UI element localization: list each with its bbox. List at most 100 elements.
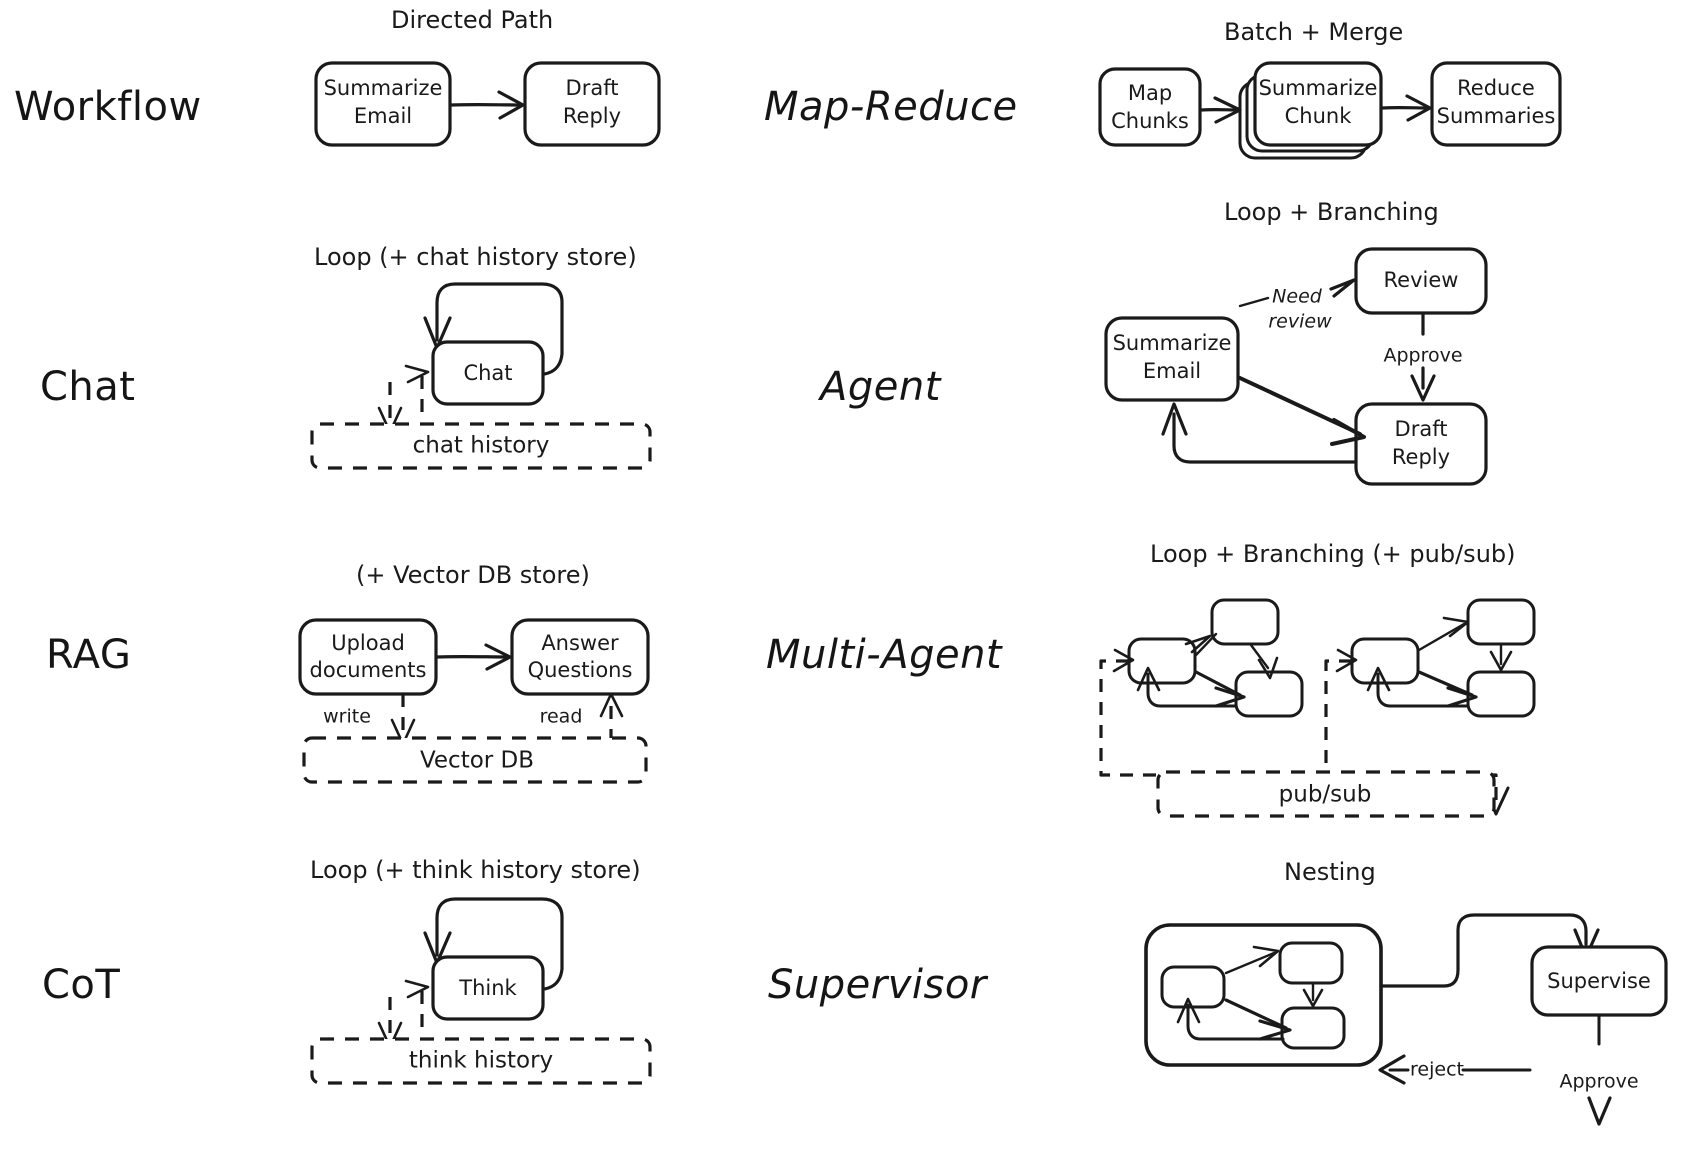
edge-ma-a-left-to-top [1194,632,1218,657]
node-review[interactable] [1354,247,1488,315]
edge-sup-left-to-right [1224,998,1288,1030]
arrowhead-reject [1378,1054,1406,1085]
node-draft-reply-line1: Draft [566,76,619,100]
row-label-cot: CoT [42,962,121,1008]
caption-loop-think-history: Loop (+ think history store) [310,856,641,884]
store-pub-sub-label: pub/sub [1279,782,1372,808]
row-label-agent: Agent [820,364,941,410]
arrowhead-supervise-approve [1587,1096,1612,1126]
edge-chat-self-loop [435,282,564,377]
edge-label-approve2: Approve [1559,1071,1638,1093]
node-map-chunks[interactable] [1098,67,1202,147]
edge-sup-feedback [1186,1003,1285,1041]
edge-label-read: read [540,706,583,728]
arrowhead-sup-left-to-right [1258,1019,1292,1041]
arrowhead-summarize-to-reduce [1405,94,1432,122]
arrowhead-ma-b-left-to-right [1446,686,1478,708]
edge-ma-a-left-to-right [1194,670,1242,697]
arrowhead-chat-store-in [404,364,430,384]
row-label-workflow: Workflow [14,84,202,130]
node-draft-reply[interactable] [523,61,661,147]
row-label-chat: Chat [40,364,136,410]
node-summarize-email-line2: Email [354,104,412,128]
agent-diagram: Summarize Email Review Draft Reply Need … [1104,247,1488,486]
node-map-chunks-line1: Map [1128,81,1172,105]
node-reduce-summaries-line2: Summaries [1437,104,1556,128]
edge-label-approve: Approve [1383,345,1462,367]
arrowhead-ma-b-left-to-top [1442,616,1470,638]
arrowhead-to-review [1329,278,1356,298]
chat-diagram: Chat chat history [310,282,652,470]
node-supervise-label: Supervise [1547,969,1651,993]
node-answer-questions[interactable] [510,618,650,696]
node-draft-reply-line2: Reply [563,104,621,128]
arrowhead-ma-b-feedback [1366,666,1391,692]
group-nested-agent[interactable] [1144,923,1383,1067]
edge-label-need: Need [1272,286,1323,308]
node-sup-inner-top[interactable] [1278,941,1344,985]
arrowhead-ma-a-left-to-right [1214,686,1246,708]
arrowhead-sup-top-to-right [1302,988,1324,1008]
node-think[interactable] [431,955,545,1021]
arrowhead-read-from-store [599,692,624,718]
store-pub-sub[interactable] [1156,770,1496,818]
node-sup-inner-right[interactable] [1280,1006,1346,1050]
caption-loop-chat-history: Loop (+ chat history store) [314,243,637,271]
node-summarize-chunk[interactable] [1253,61,1383,147]
node-ma-a-top[interactable] [1210,598,1280,646]
node-review-label: Review [1384,268,1459,292]
arrowhead-map-to-summarize [1213,96,1242,124]
row-label-supervisor: Supervisor [768,962,987,1008]
workflow-diagram: Summarize Email Draft Reply [314,61,661,147]
node-agent-summarize-email[interactable] [1104,316,1240,402]
node-chat[interactable] [431,340,545,406]
caption-loop-branching: Loop + Branching [1224,198,1439,226]
rag-diagram: Upload documents Answer Questions write … [298,618,650,784]
cot-diagram: Think think history [310,897,652,1085]
node-agent-draft-line2: Reply [1392,445,1450,469]
edge-think-self-loop [435,897,564,992]
edge-ma-a-feedback [1146,672,1238,708]
arrowhead-draft-to-summarize-feedback [1161,402,1188,436]
arrowhead-summarize-to-draft [497,90,525,120]
arrowhead-upload-to-answer [484,643,512,671]
edge-draft-to-summarize-feedback [1172,412,1358,464]
caption-batch-merge: Batch + Merge [1224,18,1404,46]
store-vector-db[interactable] [302,736,648,784]
node-reduce-summaries-line1: Reduce [1457,76,1535,100]
node-ma-b-left[interactable] [1350,637,1420,685]
multi-agent-cluster-a [1099,598,1332,816]
node-sup-inner-left[interactable] [1160,965,1226,1009]
node-agent-summarize-line2: Email [1143,359,1201,383]
store-think-history[interactable] [310,1037,652,1085]
caption-nesting: Nesting [1284,858,1376,886]
store-chat-history[interactable] [310,422,652,470]
supervisor-diagram: Supervise reject Approve [1144,913,1668,1126]
arrowhead-ma-a-left-to-top [1184,634,1212,654]
arrowhead-review-to-draft [1410,374,1436,402]
node-ma-b-right[interactable] [1466,670,1536,718]
arrowhead-ma-a-feedback [1136,666,1161,692]
node-ma-b-top[interactable] [1466,598,1536,646]
edge-group-to-supervise [1380,913,1588,988]
node-think-label: Think [458,976,517,1000]
caption-vector-db-store: (+ Vector DB store) [356,561,590,589]
arrowhead-ma-a-top-to-right [1257,656,1279,680]
node-ma-a-left[interactable] [1127,637,1197,685]
node-upload-line2: documents [310,658,427,682]
node-agent-draft-reply[interactable] [1354,402,1488,486]
map-reduce-diagram: Map Chunks Summarize Chunk Reduce Summar… [1098,61,1562,160]
edge-ma-b-left-to-top [1417,622,1466,652]
node-agent-summarize-line1: Summarize [1113,331,1232,355]
arrowhead-ma-a-in [1112,648,1135,673]
node-upload-line1: Upload [331,631,405,655]
arrowhead-think-store-in [404,979,430,999]
edge-label-reject: reject [1410,1059,1464,1081]
node-reduce-summaries[interactable] [1430,61,1562,147]
store-vector-db-label: Vector DB [420,748,534,774]
arrowhead-ma-b-in [1335,648,1358,673]
edge-label-review: review [1268,311,1332,333]
multi-agent-diagram: pub/sub [1099,598,1536,818]
edge-ma-a-top-to-right [1249,643,1270,670]
